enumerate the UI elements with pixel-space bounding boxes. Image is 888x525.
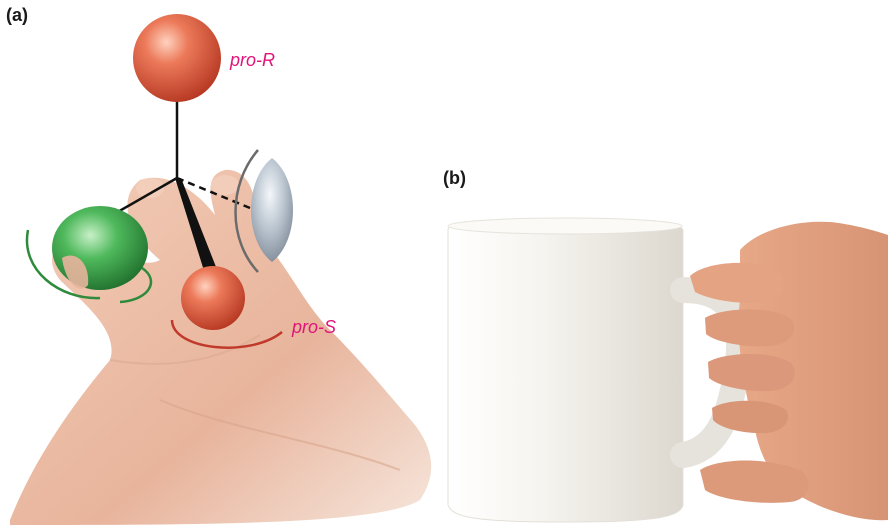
middle-finger [705, 309, 794, 346]
pro-r-sphere [133, 14, 221, 102]
green-sphere [52, 206, 148, 290]
hand-b-illustration [690, 222, 888, 521]
mug-illustration [448, 218, 739, 522]
pro-s-sphere [181, 266, 245, 330]
mug-rim [448, 218, 682, 234]
pro-s-label: pro-S [291, 317, 336, 337]
pro-r-label: pro-R [229, 50, 275, 70]
mug-body [448, 220, 683, 522]
